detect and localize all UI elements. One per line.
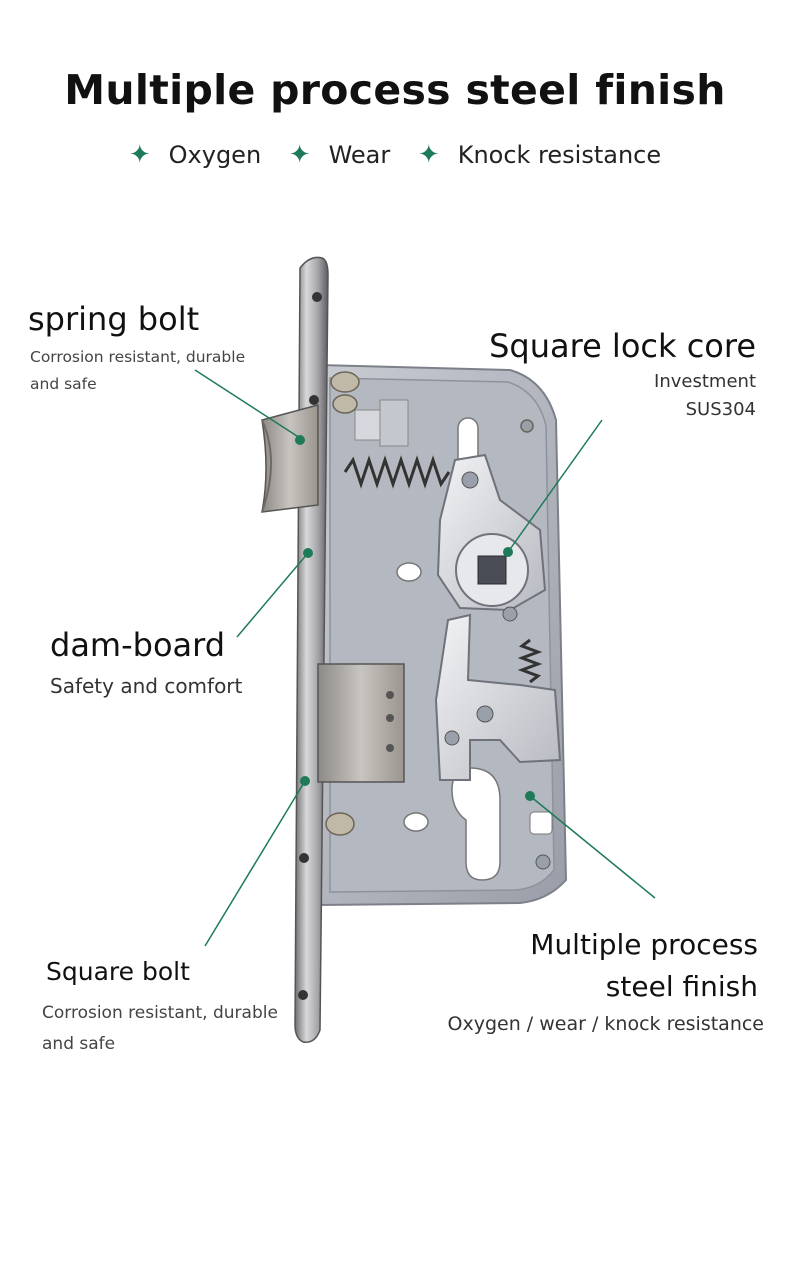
feature-item: ✦Oxygen — [128, 140, 262, 170]
star-icon: ✦ — [417, 140, 440, 170]
lock-case — [317, 363, 568, 907]
spring-bolt — [261, 404, 319, 513]
leader-lines — [194, 369, 656, 947]
page-title: Multiple process steel finish — [64, 66, 726, 114]
lock-core-title: Square lock core — [489, 327, 756, 365]
spring-bolt-desc: Corrosion resistant, durable and safe — [30, 348, 246, 393]
latch-lever — [434, 606, 562, 870]
lock-core-desc: Investment SUS304 — [654, 371, 756, 420]
screws — [325, 371, 534, 836]
star-icon: ✦ — [288, 140, 311, 170]
spring-2 — [517, 638, 543, 684]
star-icon: ✦ — [128, 140, 151, 170]
feature-item: ✦Knock resistance — [417, 140, 662, 170]
spring — [343, 455, 451, 489]
square-bolt — [317, 663, 405, 783]
finish-title: Multiple process steel finish — [530, 928, 758, 1003]
square-bolt-desc: Corrosion resistant, durable and safe — [42, 1003, 278, 1054]
feature-list: ✦Oxygen ✦Wear ✦Knock resistance — [0, 140, 790, 170]
finish-desc: Oxygen / wear / knock resistance — [447, 1013, 764, 1035]
spring-bolt-title: spring bolt — [28, 300, 200, 338]
dam-board-title: dam-board — [50, 626, 226, 664]
feature-item: ✦Wear — [288, 140, 391, 170]
faceplate — [294, 256, 329, 1043]
dam-board-desc: Safety and comfort — [50, 674, 243, 698]
square-bolt-title: Square bolt — [46, 957, 190, 986]
